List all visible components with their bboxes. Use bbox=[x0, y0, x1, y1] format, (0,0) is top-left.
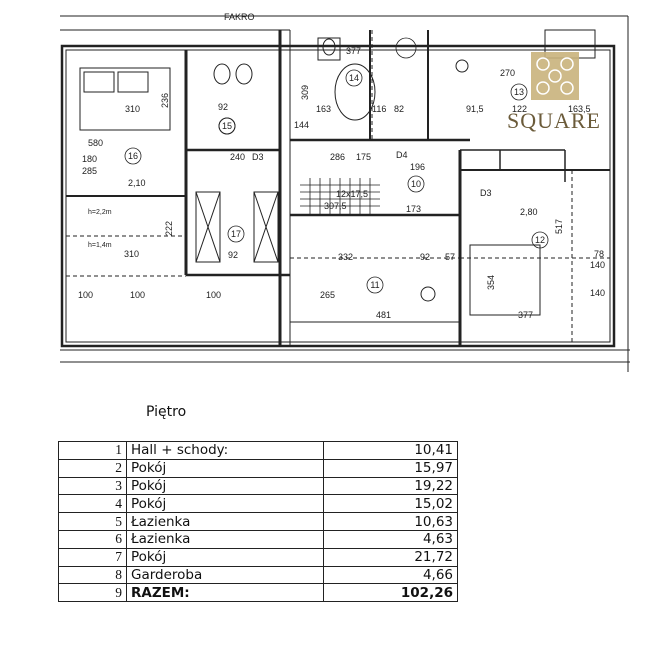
row-number: 4 bbox=[58, 494, 127, 514]
svg-text:h=1,4m: h=1,4m bbox=[88, 242, 112, 249]
row-number: 3 bbox=[58, 476, 127, 496]
svg-text:180: 180 bbox=[82, 154, 97, 164]
row-number: 9 bbox=[58, 583, 127, 603]
svg-text:D3: D3 bbox=[252, 152, 264, 162]
room-name: Pokój bbox=[126, 547, 324, 567]
row-number: 2 bbox=[58, 458, 127, 478]
svg-text:17: 17 bbox=[231, 229, 241, 239]
svg-text:122: 122 bbox=[512, 104, 527, 114]
svg-text:236: 236 bbox=[160, 93, 170, 108]
row-number: 6 bbox=[58, 529, 127, 549]
svg-text:116: 116 bbox=[372, 104, 386, 114]
svg-text:310: 310 bbox=[124, 249, 139, 259]
room-area: 102,26 bbox=[323, 583, 458, 603]
row-number: 7 bbox=[58, 547, 127, 567]
svg-text:92: 92 bbox=[218, 102, 228, 112]
svg-text:15: 15 bbox=[222, 121, 232, 131]
logo-text: SQUARE bbox=[506, 108, 601, 133]
row-number: 5 bbox=[58, 512, 127, 531]
room-area: 4,63 bbox=[323, 529, 458, 549]
svg-text:163: 163 bbox=[316, 104, 331, 114]
svg-text:481: 481 bbox=[376, 310, 391, 320]
room-name: Hall + schody: bbox=[126, 441, 324, 460]
row-number: 8 bbox=[58, 565, 127, 585]
svg-text:310: 310 bbox=[125, 104, 140, 114]
logo-emblem bbox=[531, 52, 579, 100]
floor-plan-drawing: 16 17 10 11 12 13 14 15 310 236 580 180 … bbox=[60, 12, 630, 372]
svg-text:309: 309 bbox=[300, 85, 310, 100]
svg-text:16: 16 bbox=[128, 151, 138, 161]
svg-text:12: 12 bbox=[535, 235, 545, 245]
room-name: Pokój bbox=[126, 494, 324, 514]
svg-text:D4: D4 bbox=[396, 150, 408, 160]
svg-text:10: 10 bbox=[411, 179, 421, 189]
svg-text:57: 57 bbox=[445, 252, 455, 262]
room-area: 15,02 bbox=[323, 494, 458, 514]
svg-text:580: 580 bbox=[88, 138, 103, 148]
room-name: Łazienka bbox=[126, 529, 324, 549]
svg-text:307,5: 307,5 bbox=[324, 201, 347, 211]
room-area: 15,97 bbox=[323, 458, 458, 478]
svg-text:12x17,5: 12x17,5 bbox=[336, 189, 368, 199]
svg-text:140: 140 bbox=[590, 260, 605, 270]
svg-text:92: 92 bbox=[228, 250, 238, 260]
svg-text:FAKRO: FAKRO bbox=[224, 12, 255, 22]
svg-text:163,5: 163,5 bbox=[568, 104, 591, 114]
room-area: 10,41 bbox=[323, 441, 458, 460]
svg-text:173: 173 bbox=[406, 204, 421, 214]
svg-text:222: 222 bbox=[164, 221, 174, 236]
svg-text:286: 286 bbox=[330, 152, 345, 162]
room-name: Pokój bbox=[126, 476, 324, 496]
svg-text:175: 175 bbox=[356, 152, 371, 162]
svg-text:91,5: 91,5 bbox=[466, 104, 484, 114]
svg-text:240: 240 bbox=[230, 152, 245, 162]
svg-text:354: 354 bbox=[486, 275, 496, 290]
floor-label: Piętro bbox=[146, 404, 187, 420]
svg-text:100: 100 bbox=[78, 290, 93, 300]
svg-text:13: 13 bbox=[514, 87, 524, 97]
svg-text:2,80: 2,80 bbox=[520, 207, 538, 217]
svg-text:2,10: 2,10 bbox=[128, 178, 146, 188]
svg-text:100: 100 bbox=[206, 290, 221, 300]
svg-text:h=2,2m: h=2,2m bbox=[88, 209, 112, 216]
svg-text:82: 82 bbox=[394, 104, 404, 114]
svg-text:517: 517 bbox=[554, 219, 564, 234]
svg-text:270: 270 bbox=[500, 68, 515, 78]
room-name: Garderoba bbox=[126, 565, 324, 585]
svg-text:92: 92 bbox=[420, 252, 430, 262]
svg-text:14: 14 bbox=[349, 73, 359, 83]
room-name: RAZEM: bbox=[126, 583, 324, 603]
svg-text:265: 265 bbox=[320, 290, 335, 300]
row-number: 1 bbox=[58, 441, 127, 460]
outer-wall bbox=[60, 44, 616, 348]
room-area: 10,63 bbox=[323, 512, 458, 531]
svg-text:332: 332 bbox=[338, 252, 353, 262]
svg-text:377: 377 bbox=[518, 310, 533, 320]
room-area: 21,72 bbox=[323, 547, 458, 567]
room-name: Łazienka bbox=[126, 512, 324, 531]
svg-text:144: 144 bbox=[294, 120, 309, 130]
room-area: 19,22 bbox=[323, 476, 458, 496]
svg-text:377: 377 bbox=[346, 46, 361, 56]
svg-text:D3: D3 bbox=[480, 188, 492, 198]
svg-text:285: 285 bbox=[82, 166, 97, 176]
svg-text:196: 196 bbox=[410, 162, 425, 172]
svg-text:100: 100 bbox=[130, 290, 145, 300]
svg-text:11: 11 bbox=[370, 280, 379, 290]
room-name: Pokój bbox=[126, 458, 324, 478]
svg-text:78: 78 bbox=[594, 249, 604, 259]
square-logo: SQUARE bbox=[498, 46, 610, 141]
svg-text:140: 140 bbox=[590, 288, 605, 298]
room-area: 4,66 bbox=[323, 565, 458, 585]
